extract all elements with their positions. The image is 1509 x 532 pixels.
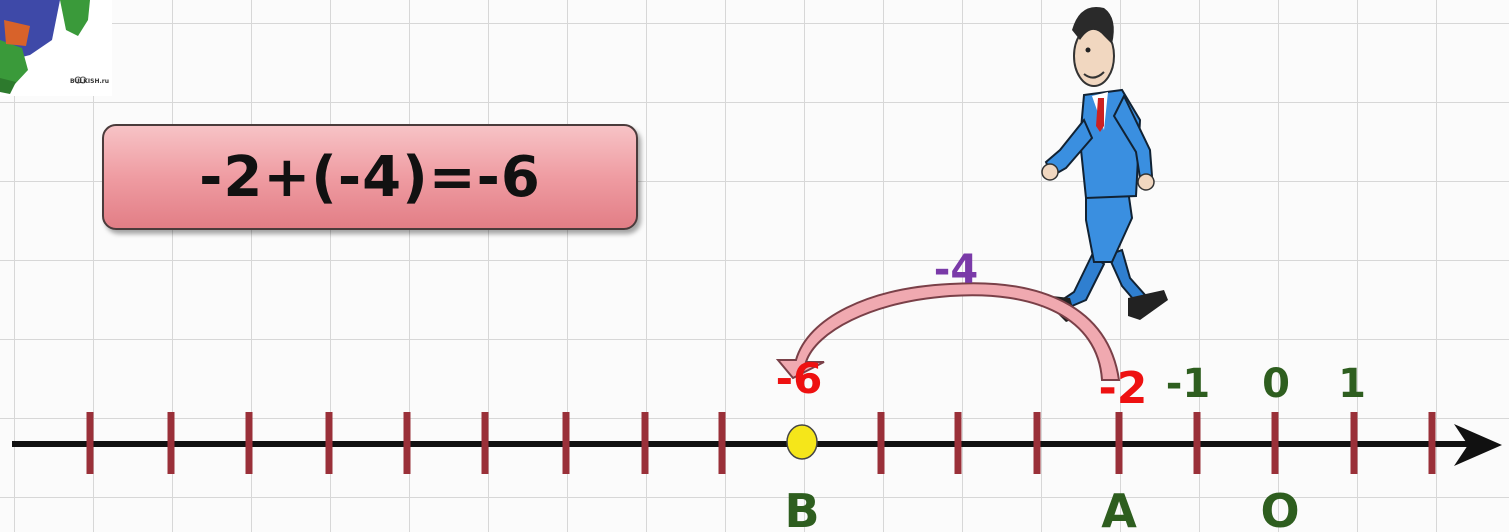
point-b-label: B — [784, 484, 819, 532]
point-a-label: A — [1101, 484, 1137, 532]
equation-text: -2+(-4)=-6 — [199, 144, 541, 210]
jump-arrow — [775, 282, 1121, 381]
equation-box: -2+(-4)=-6 — [102, 124, 638, 230]
cartoon-character-fragment — [0, 0, 90, 94]
number-minus-one: -1 — [1166, 361, 1210, 407]
axis-arrow-head — [1454, 424, 1502, 466]
start-label: -2 — [1099, 363, 1148, 414]
point-b-dot — [786, 424, 818, 460]
point-o-label: O — [1260, 484, 1299, 532]
logo-corner: BULKISH.ru — [0, 0, 112, 96]
number-zero: 0 — [1262, 361, 1290, 407]
tick-marks — [86, 412, 1436, 474]
number-one: 1 — [1338, 361, 1366, 407]
logo-text: BULKISH.ru — [70, 78, 110, 85]
walking-man-figure — [1041, 6, 1168, 322]
jump-label: -4 — [934, 247, 978, 293]
end-label: -6 — [776, 354, 823, 403]
